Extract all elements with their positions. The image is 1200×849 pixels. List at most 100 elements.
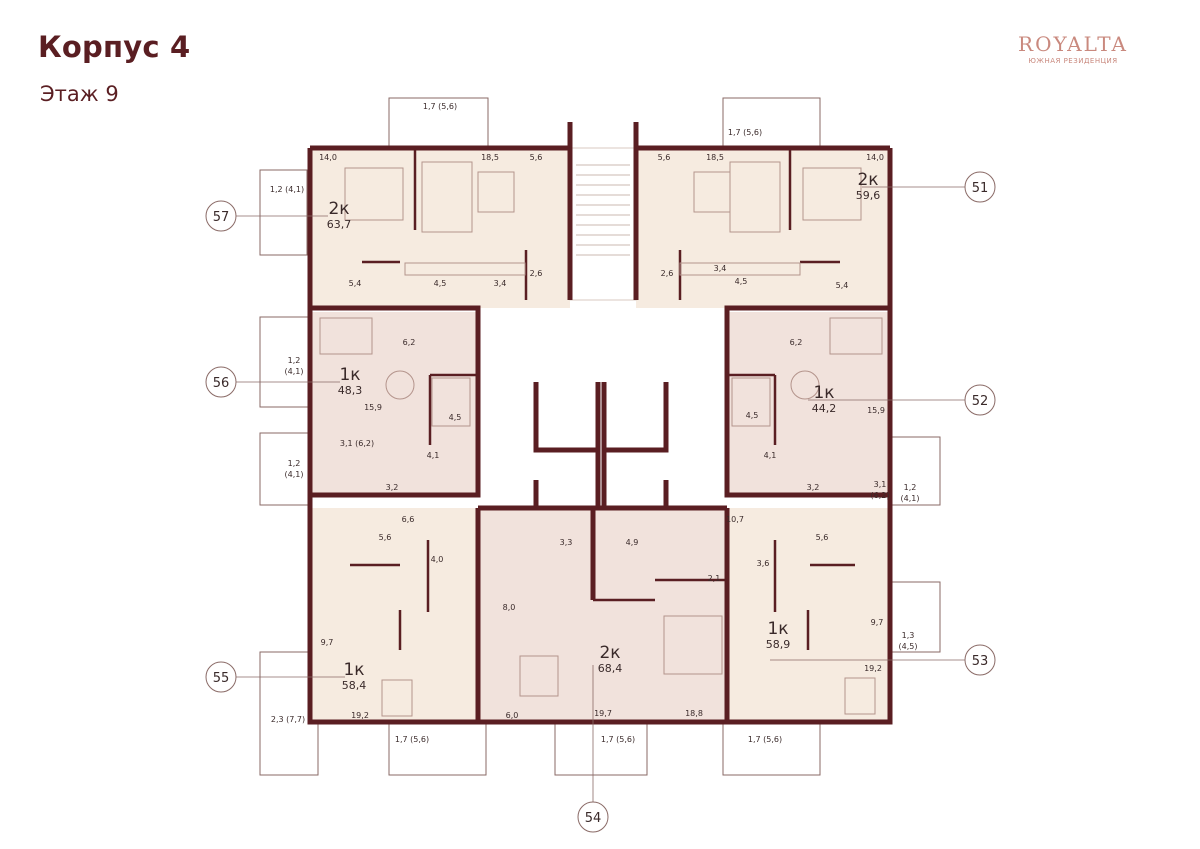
room-label: (4,1) xyxy=(285,367,304,376)
apt-52-fill xyxy=(727,312,890,495)
room-label: 4,5 xyxy=(449,413,462,422)
room-label: 6,2 xyxy=(790,338,803,347)
room-label: 18,8 xyxy=(685,709,703,718)
room-label: 5,6 xyxy=(816,533,829,542)
stair-treads xyxy=(576,164,630,256)
room-label: 2,1 xyxy=(708,574,721,583)
room-label: 14,0 xyxy=(319,153,337,162)
apartment-fills xyxy=(310,147,890,722)
room-label: 15,9 xyxy=(364,403,382,412)
apt-54-type: 2к xyxy=(599,643,620,663)
apt-57-area: 63,7 xyxy=(327,218,352,231)
room-label: 1,7 (5,6) xyxy=(601,735,635,744)
room-label: 18,5 xyxy=(481,153,499,162)
room-label: 1,2 xyxy=(904,483,917,492)
brand-logo: ROYALTA ЮЖНАЯ РЕЗИДЕНЦИЯ xyxy=(998,32,1148,65)
callout-57[interactable]: 57 xyxy=(205,200,237,232)
apt-52-area: 44,2 xyxy=(812,402,837,415)
room-label: 5,6 xyxy=(530,153,543,162)
balcony-52 xyxy=(887,436,941,506)
apt-54-fill xyxy=(478,508,727,722)
apt-51-type: 2к xyxy=(857,170,878,190)
building-title: Корпус 4 xyxy=(38,30,191,64)
core-stair xyxy=(569,147,637,301)
apt-51-area: 59,6 xyxy=(856,189,881,202)
apt-53-area: 58,9 xyxy=(766,638,791,651)
room-label: 3,2 xyxy=(386,483,399,492)
room-label: 3,1 xyxy=(874,480,887,489)
callout-55[interactable]: 55 xyxy=(205,661,237,693)
balcony-57-side xyxy=(259,169,308,256)
logo-name: ROYALTA xyxy=(1018,32,1128,56)
callout-51[interactable]: 51 xyxy=(964,171,996,203)
room-label: (6,2) xyxy=(871,491,890,500)
room-label: 3,4 xyxy=(714,264,727,273)
room-label: (4,1) xyxy=(285,470,304,479)
balcony-54-bot xyxy=(554,721,648,776)
apt-55-type: 1к xyxy=(343,660,364,680)
room-label: (4,5) xyxy=(899,642,918,651)
room-label: 1,7 (5,6) xyxy=(748,735,782,744)
room-label: 5,4 xyxy=(836,281,849,290)
room-label: 6,2 xyxy=(403,338,416,347)
callout-51-label: 51 xyxy=(972,181,989,196)
callout-57-label: 57 xyxy=(213,210,230,225)
callout-53-label: 53 xyxy=(972,654,989,669)
apt-52-type: 1к xyxy=(813,383,834,403)
room-label: 19,2 xyxy=(351,711,369,720)
balcony-55-bot xyxy=(388,721,487,776)
room-label: 2,6 xyxy=(661,269,674,278)
callout-56-label: 56 xyxy=(213,376,230,391)
room-label: 6,6 xyxy=(402,515,415,524)
apt-56-area: 48,3 xyxy=(338,384,363,397)
apt-55-area: 58,4 xyxy=(342,679,367,692)
room-label: 4,9 xyxy=(626,538,639,547)
apt-53-type: 1к xyxy=(767,619,788,639)
room-label: 1,3 xyxy=(902,631,915,640)
room-label: 9,7 xyxy=(321,638,334,647)
callouts: 57 51 56 52 55 53 54 xyxy=(205,171,996,833)
balcony-56-bot xyxy=(259,432,310,506)
callout-56[interactable]: 56 xyxy=(205,366,237,398)
room-label: 6,0 xyxy=(506,711,519,720)
logo-tagline: ЮЖНАЯ РЕЗИДЕНЦИЯ xyxy=(1028,57,1118,65)
room-label: 4,5 xyxy=(434,279,447,288)
room-label: 4,0 xyxy=(431,555,444,564)
walls xyxy=(307,122,893,725)
room-labels: 1,7 (5,6) 14,0 18,5 5,6 1,2 (4,1) 5,4 4,… xyxy=(270,102,920,744)
apartment-labels: 2к 63,7 2к 59,6 1к 48,3 1к 44,2 1к 58,4 … xyxy=(327,170,881,692)
room-label: 8,0 xyxy=(503,603,516,612)
room-label: 3,6 xyxy=(757,559,770,568)
furniture xyxy=(319,161,883,717)
room-label: 2,3 (7,7) xyxy=(271,715,305,724)
room-label: 3,4 xyxy=(494,279,507,288)
room-label: 10,7 xyxy=(726,515,744,524)
room-label: 9,7 xyxy=(871,618,884,627)
room-label: 5,6 xyxy=(379,533,392,542)
room-label: 15,9 xyxy=(867,406,885,415)
room-label: 3,2 xyxy=(807,483,820,492)
callout-52[interactable]: 52 xyxy=(964,384,996,416)
room-label: 1,7 (5,6) xyxy=(423,102,457,111)
room-label: 4,5 xyxy=(746,411,759,420)
callout-54-label: 54 xyxy=(585,811,602,826)
callout-52-label: 52 xyxy=(972,394,989,409)
room-label: 18,5 xyxy=(706,153,724,162)
room-label: 19,7 xyxy=(594,709,612,718)
callout-54[interactable]: 54 xyxy=(577,801,609,833)
room-label: (4,1) xyxy=(901,494,920,503)
callout-53[interactable]: 53 xyxy=(964,644,996,676)
apt-56-type: 1к xyxy=(339,365,360,385)
partitions xyxy=(350,148,855,650)
room-label: 5,6 xyxy=(658,153,671,162)
balcony-56-top xyxy=(259,316,310,408)
floor-label: Этаж 9 xyxy=(40,82,119,106)
room-label: 19,2 xyxy=(864,664,882,673)
room-label: 14,0 xyxy=(866,153,884,162)
balcony-53-side xyxy=(887,581,941,653)
apt-56-fill xyxy=(310,312,478,495)
balcony-53-bot xyxy=(722,721,821,776)
room-label: 1,2 (4,1) xyxy=(270,185,304,194)
callout-lines xyxy=(236,186,965,802)
